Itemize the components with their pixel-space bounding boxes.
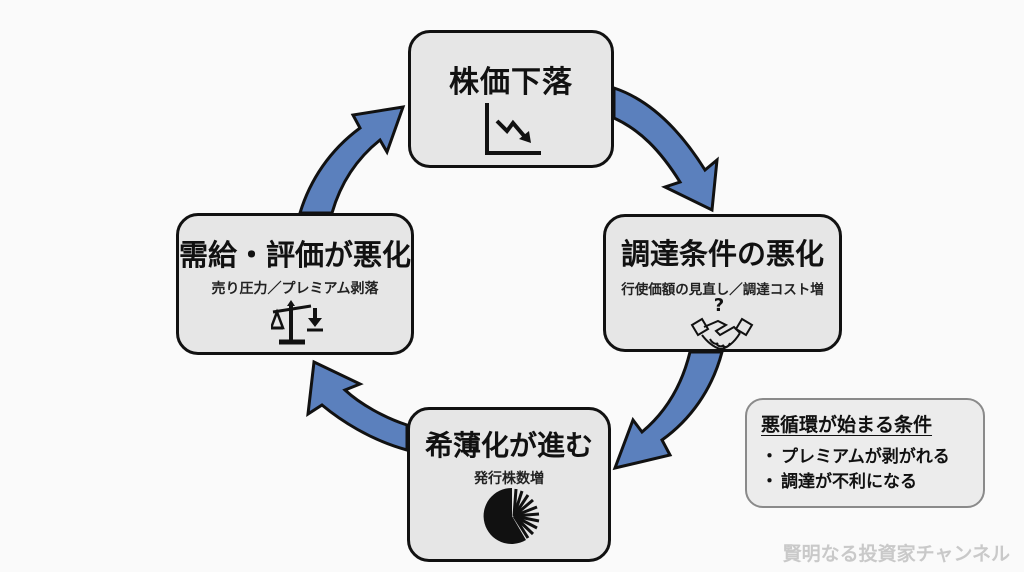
falling-chart-icon [483,101,543,161]
arrow-left-to-top [297,105,406,215]
condition-item: ・調達が不利になる [761,470,983,495]
cycle-step-stock-decline: 株価下落 [408,30,614,168]
conditions-list: ・プレミアムが剥がれる ・調達が不利になる [761,445,983,495]
bullet: ・ [761,472,778,492]
step-subtitle: 発行株数増 [474,471,544,487]
conditions-title: 悪循環が始まる条件 [761,414,933,436]
channel-watermark: 賢明なる投資家チャンネル [782,543,1010,565]
condition-text: 調達が不利になる [781,472,917,492]
arrow-top-to-right [612,85,719,213]
arrow-right-to-bottom [612,350,724,471]
bullet: ・ [761,447,778,467]
question-mark: ? [713,295,725,316]
cycle-step-funding-worse: 調達条件の悪化 行使価額の見直し／調達コスト増 ? [603,214,842,352]
step-title: 希薄化が進む [424,429,593,462]
fragmented-pie-icon [482,486,542,550]
step-title: 需給・評価が悪化 [179,238,412,272]
cycle-step-valuation-worse: 需給・評価が悪化 売り圧力／プレミアム剥落 [176,213,414,355]
scale-down-arrow-icon [269,298,327,350]
handshake-question-icon: ? [690,297,754,357]
step-subtitle: 売り圧力／プレミアム剥落 [211,281,379,297]
cycle-step-dilution: 希薄化が進む 発行株数増 [407,407,611,562]
step-title: 調達条件の悪化 [620,237,824,271]
step-subtitle: 行使価額の見直し／調達コスト増 [621,282,824,298]
step-title: 株価下落 [449,65,573,100]
condition-item: ・プレミアムが剥がれる [761,445,983,470]
arrow-bottom-to-left [306,359,409,452]
conditions-panel: 悪循環が始まる条件 ・プレミアムが剥がれる ・調達が不利になる [745,398,985,508]
condition-text: プレミアムが剥がれる [781,447,950,467]
